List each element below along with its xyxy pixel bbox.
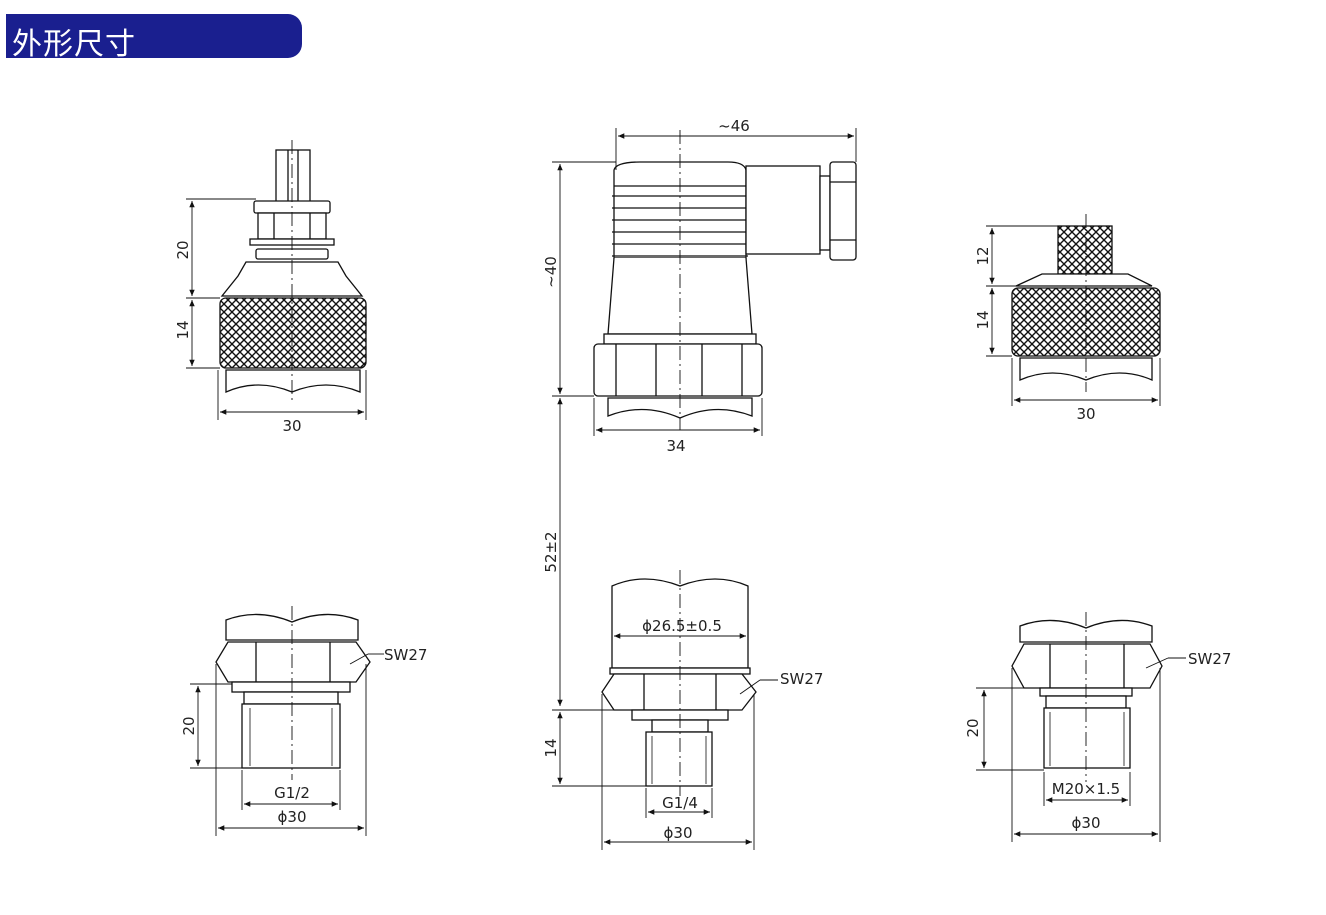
dim-b-thread: G1/4 (662, 794, 698, 812)
section-title-bar: 外形尺寸 (6, 14, 302, 62)
view-g14-fitting (552, 570, 778, 850)
dim-c-width: 30 (1076, 405, 1095, 423)
dim-d-dia: ϕ30 (278, 808, 307, 826)
dim-b-width-top: ~46 (718, 117, 750, 135)
dim-b-dia-body: ϕ26.5±0.5 (642, 617, 722, 635)
section-title: 外形尺寸 (12, 27, 136, 62)
view-m12-connector (986, 214, 1161, 406)
dim-a-height-top: 20 (174, 240, 192, 259)
dim-e-thread: M20×1.5 (1052, 780, 1120, 798)
view-cable-gland (186, 140, 367, 420)
dim-b-width-hex: 34 (666, 437, 685, 455)
dim-c-height-knurl: 14 (974, 310, 992, 329)
dim-e-dia: ϕ30 (1072, 814, 1101, 832)
view-g12-fitting (190, 606, 384, 836)
dim-b-height-mid: 52±2 (542, 531, 560, 572)
dim-c-height-top: 12 (974, 246, 992, 265)
dim-b-dia: ϕ30 (664, 824, 693, 842)
label-sw-mid: SW27 (780, 670, 823, 688)
dim-b-height-top: ~40 (542, 256, 560, 288)
label-sw-right: SW27 (1188, 650, 1231, 668)
dim-d-thread-len: 20 (180, 716, 198, 735)
view-din-connector (552, 128, 857, 706)
label-sw-left: SW27 (384, 646, 427, 664)
dim-a-width: 30 (282, 417, 301, 435)
dim-b-thread-len: 14 (542, 738, 560, 757)
dim-d-thread: G1/2 (274, 784, 310, 802)
dim-a-height-knurl: 14 (174, 320, 192, 339)
view-m20-fitting (976, 612, 1186, 842)
dim-e-thread-len: 20 (964, 718, 982, 737)
